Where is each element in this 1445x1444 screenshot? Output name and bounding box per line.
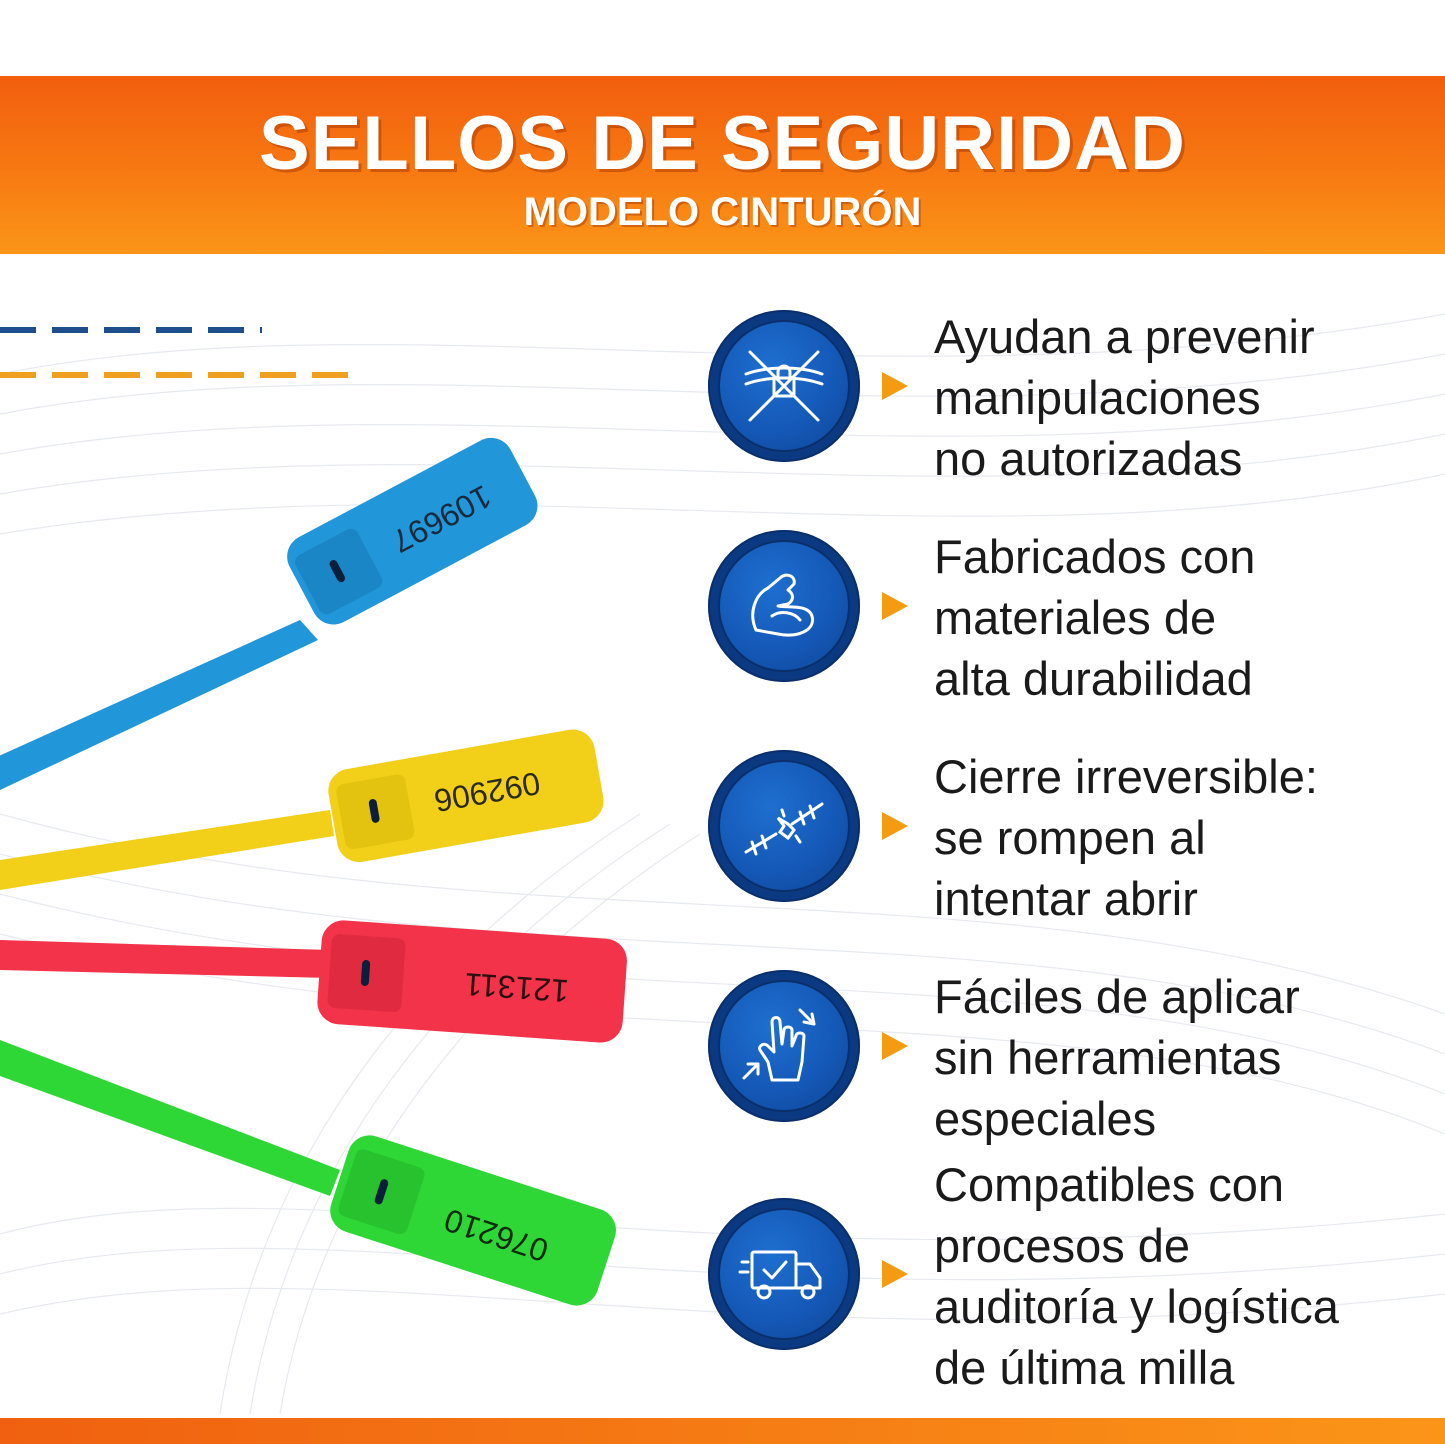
feature-icon-badge: [708, 750, 860, 902]
feature-text-line: Fáciles de aplicar: [934, 970, 1300, 1023]
feature-text-line: se rompen al: [934, 811, 1206, 864]
feature-text-line: auditoría y logística: [934, 1280, 1339, 1333]
bullet-arrow-icon: [882, 592, 908, 620]
broken-seal-icon: [744, 802, 824, 856]
feature-text-line: no autorizadas: [934, 432, 1243, 485]
feature-text: Ayudan a prevenir manipulaciones no auto…: [934, 306, 1434, 489]
security-seals-illustration: 109697 092906 121311: [0, 437, 627, 1043]
delivery-truck-icon: [738, 1250, 822, 1300]
hand-gesture-icon: [742, 1008, 816, 1082]
feature-text-line: materiales de: [934, 591, 1217, 644]
feature-text: Fáciles de aplicar sin herramientas espe…: [934, 966, 1434, 1149]
feature-text-line: Compatibles con: [934, 1158, 1285, 1211]
feature-item: Cierre irreversible: se rompen al intent…: [708, 746, 1428, 925]
bullet-arrow-icon: [882, 1260, 908, 1288]
page-subtitle: MODELO CINTURÓN: [523, 190, 922, 234]
bullet-arrow-icon: [882, 1032, 908, 1060]
bullet-arrow-icon: [882, 372, 908, 400]
seal-yellow: 092906: [0, 729, 604, 890]
feature-text-line: de última milla: [934, 1341, 1235, 1394]
bullet-arrow-icon: [882, 812, 908, 840]
feature-item: Ayudan a prevenir manipulaciones no auto…: [708, 306, 1428, 485]
feature-icon-badge: [708, 1198, 860, 1350]
seal-blue: 109697: [0, 437, 538, 790]
feature-text-line: alta durabilidad: [934, 652, 1253, 705]
seal-green-illustration: 076210: [0, 1040, 616, 1306]
decorative-dash-blue: [0, 327, 262, 333]
flexed-arm-icon: [751, 573, 815, 637]
feature-text-line: sin herramientas: [934, 1031, 1282, 1084]
feature-text: Cierre irreversible: se rompen al intent…: [934, 746, 1434, 929]
feature-item: Compatibles con procesos de auditoría y …: [708, 1158, 1428, 1394]
feature-item: Fáciles de aplicar sin herramientas espe…: [708, 966, 1428, 1145]
decorative-dash-orange: [0, 372, 360, 378]
feature-text-line: intentar abrir: [934, 872, 1198, 925]
feature-icon-badge: [708, 970, 860, 1122]
page-title: SELLOS DE SEGURIDAD: [259, 101, 1186, 186]
feature-text: Fabricados con materiales de alta durabi…: [934, 526, 1434, 709]
feature-text: Compatibles con procesos de auditoría y …: [934, 1154, 1434, 1398]
feature-icon-badge: [708, 530, 860, 682]
feature-icon-badge: [708, 310, 860, 462]
footer-bar: [0, 1418, 1445, 1444]
feature-text-line: especiales: [934, 1092, 1157, 1145]
seal-number-red: 121311: [463, 966, 570, 1009]
feature-text-line: Cierre irreversible:: [934, 750, 1318, 803]
feature-text-line: Ayudan a prevenir: [934, 310, 1315, 363]
feature-text-line: manipulaciones: [934, 371, 1261, 424]
no-tamper-lock-icon: [744, 350, 824, 422]
background-wave-lines: [0, 313, 1445, 1414]
seal-red: 121311: [0, 920, 627, 1043]
feature-text-line: procesos de: [934, 1219, 1191, 1272]
feature-item: Fabricados con materiales de alta durabi…: [708, 526, 1428, 705]
header-banner: SELLOS DE SEGURIDAD MODELO CINTURÓN: [0, 76, 1445, 254]
feature-text-line: Fabricados con: [934, 530, 1256, 583]
